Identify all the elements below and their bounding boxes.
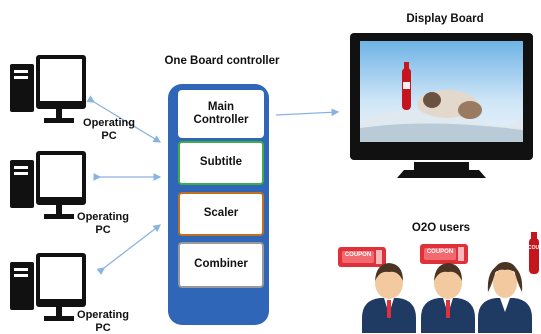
o2o-users-title: O2O users	[411, 222, 471, 234]
main-controller-line2: Controller	[193, 114, 249, 126]
coupon-text-1: COUPON	[344, 252, 372, 258]
arrow-pc3	[96, 224, 162, 276]
computer-icon-3	[10, 253, 86, 321]
operating-pc-label-3: Operating PC	[77, 309, 129, 334]
computer-icon-2	[10, 151, 86, 219]
combiner-module: Combiner	[178, 242, 264, 288]
operating-pc-label-1: Operating PC	[83, 117, 135, 142]
computer-icon-1	[10, 55, 86, 123]
user-avatar-3	[478, 262, 532, 333]
operating-pc-label-2: Operating PC	[77, 211, 129, 236]
scaler-module: Scaler	[178, 192, 264, 236]
display-board-title: Display Board	[406, 13, 484, 25]
coupon-text-3: COUPON	[528, 245, 541, 251]
subtitle-module: Subtitle	[178, 141, 264, 185]
display-board-icon	[350, 33, 533, 178]
arrow-display	[275, 108, 340, 117]
user-avatar-2	[421, 263, 475, 333]
connection-arrows	[86, 95, 340, 276]
coupon-text-2: COUPON	[426, 249, 454, 255]
user-avatar-1	[362, 263, 416, 333]
main-controller-line1: Main	[207, 100, 235, 113]
arrow-pc1	[86, 95, 162, 143]
main-controller-module: Main Controller	[178, 90, 264, 138]
controller-title: One Board controller	[164, 55, 280, 67]
coupon-icons	[338, 232, 539, 274]
